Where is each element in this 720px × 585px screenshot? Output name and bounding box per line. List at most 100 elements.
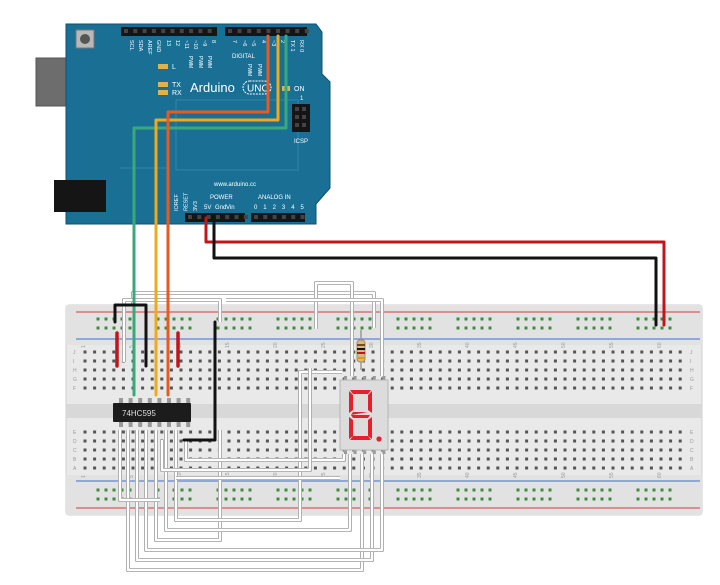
breadboard-hole <box>400 350 404 354</box>
breadboard-hole <box>265 368 269 372</box>
breadboard-hole <box>150 457 154 461</box>
breadboard-hole <box>515 386 519 390</box>
breadboard-hole <box>208 359 212 363</box>
top-pin-label: 8 <box>210 40 216 43</box>
breadboard-hole <box>275 448 279 452</box>
column-number: 15 <box>225 342 231 348</box>
chip-leg <box>167 398 171 404</box>
row-letter: B <box>690 457 694 463</box>
rail-hole <box>404 488 408 492</box>
breadboard-hole <box>409 430 413 434</box>
breadboard-hole <box>582 430 586 434</box>
breadboard-hole <box>525 439 529 443</box>
rail-hole <box>652 497 656 501</box>
rail-hole <box>276 317 280 321</box>
rail-hole <box>308 326 312 330</box>
breadboard-hole <box>621 368 625 372</box>
header-pin <box>256 29 261 33</box>
breadboard-hole <box>659 457 663 461</box>
reset-button-cap[interactable] <box>80 34 90 44</box>
breadboard-hole <box>112 368 116 372</box>
breadboard-hole <box>582 350 586 354</box>
breadboard-hole <box>141 359 145 363</box>
breadboard-hole <box>323 386 327 390</box>
breadboard-hole <box>227 430 231 434</box>
white-wire <box>314 281 354 376</box>
breadboard-hole <box>592 430 596 434</box>
led-tx-label: TX <box>172 82 181 89</box>
rail-hole <box>592 488 596 492</box>
breadboard-hole <box>313 350 317 354</box>
row-letter: D <box>690 439 694 445</box>
column-number: 40 <box>465 472 471 478</box>
column-number: 1 <box>81 345 87 348</box>
rail-hole <box>428 317 432 321</box>
breadboard-hole <box>217 350 221 354</box>
rail-hole <box>344 326 348 330</box>
segment-leg <box>372 376 376 382</box>
rail-hole <box>548 326 552 330</box>
breadboard-hole <box>361 368 365 372</box>
rail-hole <box>644 488 648 492</box>
breadboard-hole <box>640 457 644 461</box>
rail-hole <box>636 326 640 330</box>
header-pin <box>276 29 280 33</box>
rail-hole <box>524 317 528 321</box>
rail-hole <box>576 326 580 330</box>
breadboard-hole <box>649 466 653 470</box>
breadboard-hole <box>313 386 317 390</box>
rail-hole <box>232 326 236 330</box>
row-letter: I <box>690 359 691 365</box>
breadboard-hole <box>448 430 452 434</box>
breadboard-hole <box>160 430 164 434</box>
resistor-band-2 <box>357 348 365 350</box>
breadboard-hole <box>582 377 586 381</box>
top-pin-label: SCL <box>128 40 134 51</box>
on-label: ON <box>294 86 305 93</box>
breadboard-hole <box>265 386 269 390</box>
rail-hole <box>248 488 252 492</box>
digital-label: DIGITAL <box>232 54 256 60</box>
rail-hole <box>412 488 416 492</box>
breadboard-hole <box>573 368 577 372</box>
breadboard-hole <box>112 457 116 461</box>
breadboard-hole <box>313 359 317 363</box>
rail-hole <box>488 317 492 321</box>
rail-hole <box>608 488 612 492</box>
rail-hole <box>540 488 544 492</box>
white-wire <box>154 430 222 542</box>
segment-leg <box>353 376 357 382</box>
rail-hole <box>636 488 640 492</box>
rail-hole <box>516 326 520 330</box>
breadboard-hole <box>630 466 634 470</box>
breadboard-hole <box>563 377 567 381</box>
resistor-band-4 <box>357 357 365 359</box>
top-pin-label: RX 0 <box>298 40 304 52</box>
rail-hole <box>600 497 604 501</box>
breadboard-hole <box>649 377 653 381</box>
breadboard-hole <box>678 368 682 372</box>
breadboard-hole <box>640 448 644 452</box>
rail-hole <box>480 326 484 330</box>
breadboard-hole <box>102 350 106 354</box>
header-pin <box>300 215 305 219</box>
breadboard-hole <box>438 359 442 363</box>
rail-hole <box>668 497 672 501</box>
rail-hole <box>284 317 288 321</box>
breadboard-hole <box>419 457 423 461</box>
rail-hole <box>96 326 100 330</box>
breadboard-hole <box>294 439 298 443</box>
breadboard-hole <box>678 457 682 461</box>
rail-hole <box>472 488 476 492</box>
rail-hole <box>232 317 236 321</box>
breadboard-hole <box>333 386 337 390</box>
breadboard-hole <box>505 368 509 372</box>
breadboard-hole <box>582 359 586 363</box>
breadboard-hole <box>409 350 413 354</box>
column-number: 60 <box>657 342 663 348</box>
rail-hole <box>412 326 416 330</box>
breadboard-hole <box>515 368 519 372</box>
chip-leg <box>119 421 123 427</box>
header-pin <box>170 29 175 33</box>
